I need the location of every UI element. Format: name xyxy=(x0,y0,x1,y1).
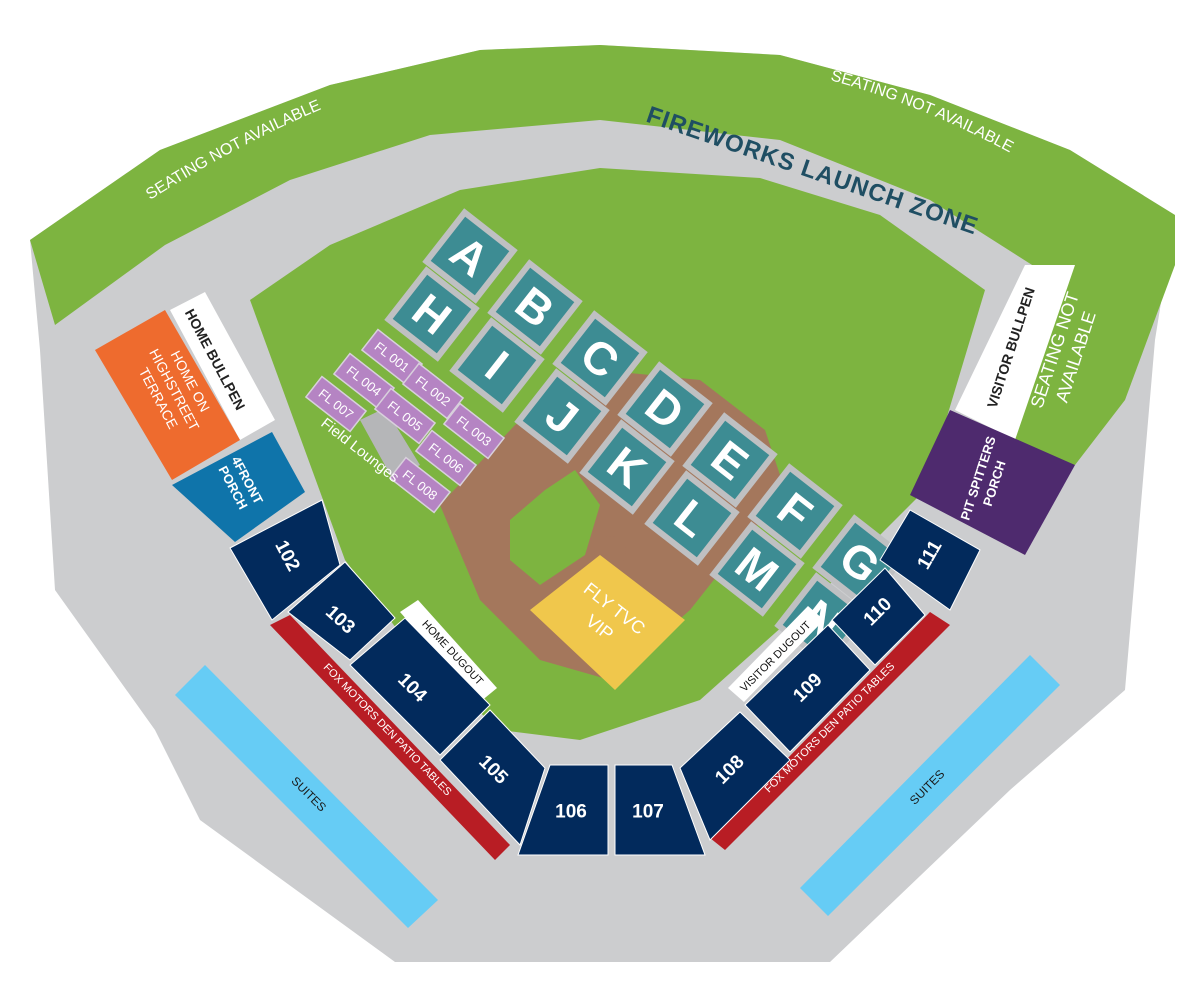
field-box-f[interactable]: F xyxy=(747,463,843,559)
field-box-c[interactable]: C xyxy=(552,310,648,406)
section-108[interactable]: 108 xyxy=(679,711,791,841)
field-box-l[interactable]: L xyxy=(644,470,740,566)
section-109[interactable]: 109 xyxy=(744,624,871,753)
section-label: 107 xyxy=(632,802,664,823)
section-104[interactable]: 104 xyxy=(349,617,491,756)
field-box-e[interactable]: E xyxy=(682,412,778,508)
section-111[interactable]: 111 xyxy=(879,509,981,611)
field-box-h[interactable]: H xyxy=(384,266,480,362)
pit-spitters-porch[interactable]: PIT SPITTERS PORCH xyxy=(910,410,1075,555)
field-box-i[interactable]: I xyxy=(449,317,545,413)
fly-tvc-vip[interactable]: FLY TVC VIP xyxy=(530,555,685,690)
outfield-seating-unavailable-band xyxy=(30,45,1175,325)
section-110[interactable]: 110 xyxy=(831,567,926,666)
section-label: 106 xyxy=(555,802,587,823)
field-box-d[interactable]: D xyxy=(617,361,713,457)
section-103[interactable]: 103 xyxy=(287,561,396,661)
field-box-k[interactable]: K xyxy=(579,419,675,515)
section-105[interactable]: 105 xyxy=(439,709,546,846)
field-lounge-fl-006[interactable]: FL 006 xyxy=(414,429,478,487)
field-lounge-fl-004[interactable]: FL 004 xyxy=(332,352,396,410)
infield-grass xyxy=(510,470,600,585)
section-107[interactable]: 107 xyxy=(614,764,706,856)
field-lounge-fl-007[interactable]: FL 007 xyxy=(304,375,368,433)
suites-right[interactable]: SUITES xyxy=(800,655,1060,916)
right-seating-unavailable-band xyxy=(995,265,1175,465)
field-box-j[interactable]: J xyxy=(514,368,610,464)
4front-porch[interactable]: 4FRONT PORCH xyxy=(172,432,305,542)
field-box-m[interactable]: M xyxy=(709,521,805,617)
section-102[interactable]: 102 xyxy=(229,499,341,621)
section-106[interactable]: 106 xyxy=(517,764,609,856)
field-box-b[interactable]: B xyxy=(487,259,583,355)
home-on-highstreet-terrace[interactable]: HOME ON HIGHSTREET TERRACE xyxy=(95,310,240,480)
field-box-a[interactable]: A xyxy=(422,208,518,304)
